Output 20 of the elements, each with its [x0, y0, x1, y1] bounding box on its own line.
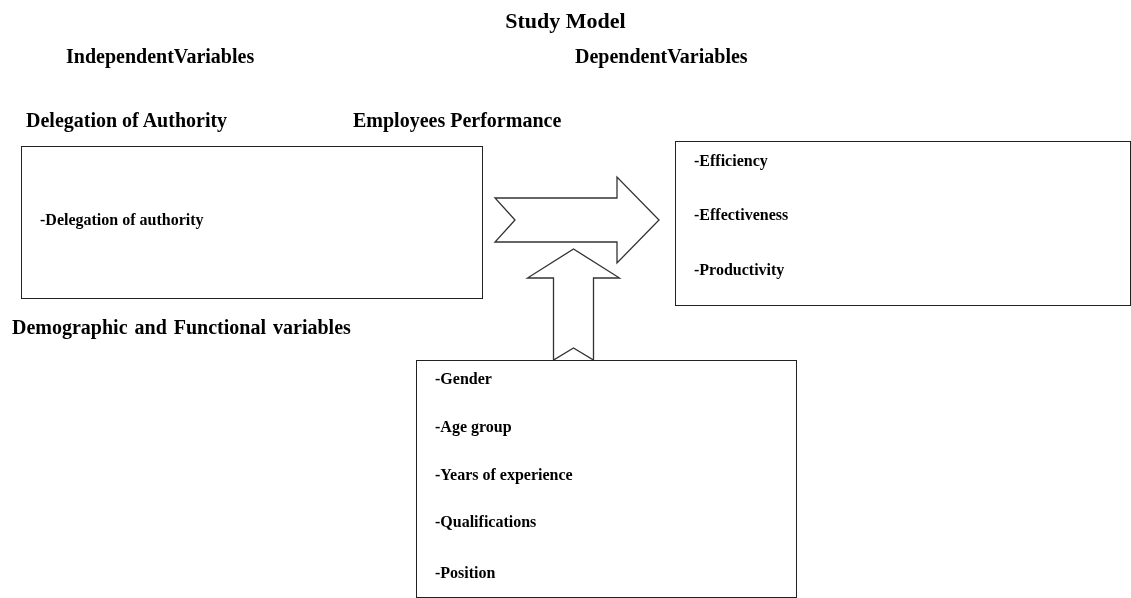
variable-item: -Productivity	[694, 261, 785, 279]
variable-box	[416, 360, 797, 598]
variable-item: -Efficiency	[694, 152, 768, 170]
variable-item: -Gender	[435, 370, 492, 388]
section-heading: DependentVariables	[575, 45, 748, 68]
block-arrow	[493, 175, 660, 265]
section-heading: IndependentVariables	[66, 45, 255, 68]
block-arrow	[525, 248, 622, 362]
variable-item: -Qualifications	[435, 513, 537, 531]
variable-box	[675, 141, 1131, 306]
variable-item: -Delegation of authority	[40, 211, 204, 229]
variable-item: -Effectiveness	[694, 206, 789, 224]
variable-box	[21, 146, 483, 299]
diagram-title: Study Model	[504, 8, 627, 34]
section-heading: Demographic and Functional variables	[12, 316, 351, 339]
section-heading: Delegation of Authority	[26, 109, 228, 132]
variable-item: -Position	[435, 564, 496, 582]
variable-item: -Age group	[435, 418, 512, 436]
variable-item: -Years of experience	[435, 466, 573, 484]
section-heading: Employees Performance	[353, 109, 562, 132]
